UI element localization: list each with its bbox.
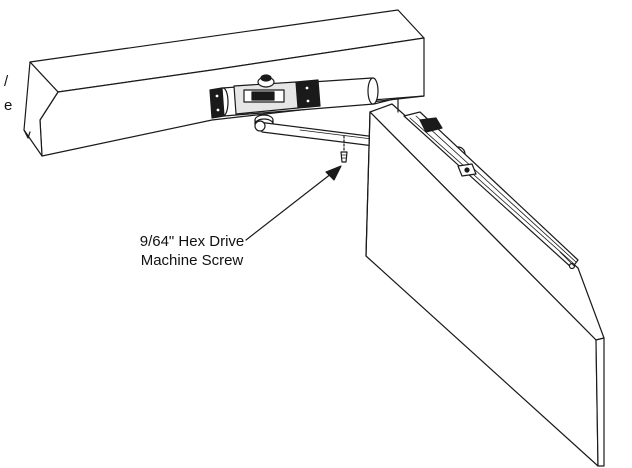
cropped-text-lower: e	[4, 97, 13, 114]
callout-line-2: Machine Screw	[140, 252, 244, 269]
hex-drive-screw	[340, 135, 348, 163]
cropped-text-upper: /	[4, 73, 9, 90]
slide-track	[403, 111, 579, 270]
callout-line-1: 9/64" Hex Drive	[139, 233, 245, 250]
callout-leader-arrow	[245, 165, 342, 241]
door	[365, 97, 605, 467]
screw-callout-label: 9/64" Hex Drive Machine Screw	[112, 232, 272, 270]
closer-body	[209, 74, 379, 130]
